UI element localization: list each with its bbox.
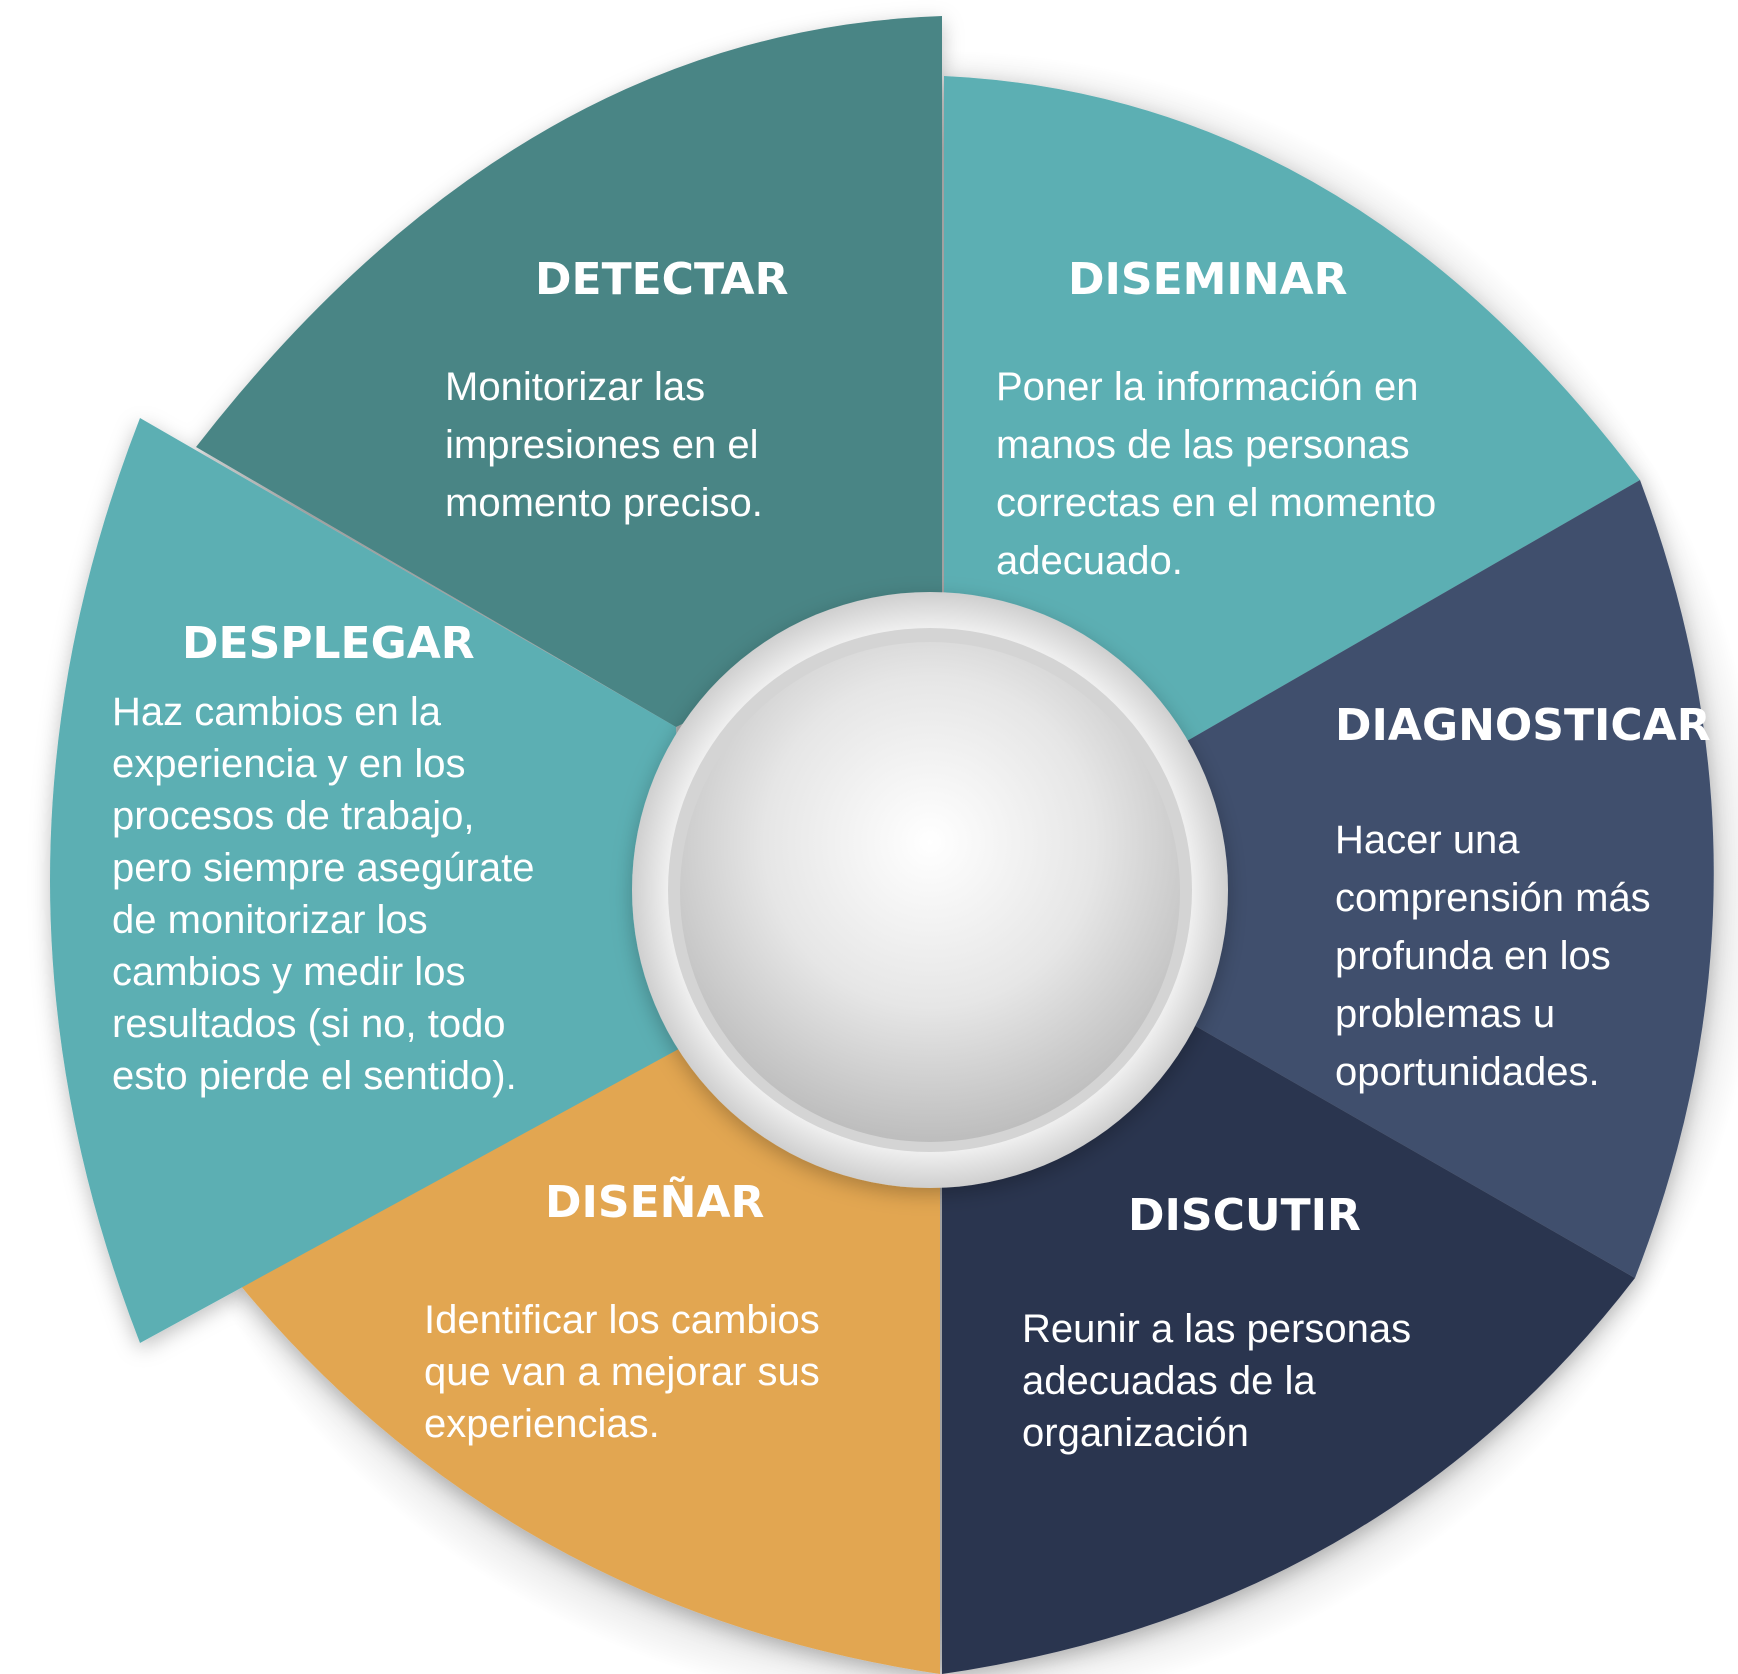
text-desplegar-line: pero siempre asegúrate xyxy=(112,846,534,890)
text-desplegar-line: cambios y medir los xyxy=(112,950,465,994)
segment-disenar xyxy=(240,1045,940,1674)
text-diagnosticar-line: Hacer una xyxy=(1335,818,1520,862)
text-desplegar-line: Haz cambios en la xyxy=(112,690,442,734)
segment-desplegar xyxy=(50,418,686,1343)
text-disenar-line: experiencias. xyxy=(424,1402,660,1446)
text-disenar: Identificar los cambios que van a mejora… xyxy=(424,1298,831,1446)
text-detectar: Monitorizar las impresiones en el moment… xyxy=(445,365,770,525)
segment-diseminar xyxy=(944,76,1640,745)
text-desplegar-line: procesos de trabajo, xyxy=(112,794,474,838)
text-diseminar: Poner la información en manos de las per… xyxy=(996,365,1447,583)
text-diagnosticar-line: problemas u xyxy=(1335,992,1555,1036)
text-desplegar-line: de monitorizar los xyxy=(112,898,428,942)
segment-detectar xyxy=(196,16,942,727)
text-desplegar-line: resultados (si no, todo xyxy=(112,1002,506,1046)
text-discutir: Reunir a las personas adecuadas de la or… xyxy=(1022,1307,1422,1455)
text-disenar-line: que van a mejorar sus xyxy=(424,1350,820,1394)
center-hub xyxy=(632,592,1228,1188)
segments-group xyxy=(50,16,1714,1674)
text-diseminar-line: Poner la información en xyxy=(996,365,1418,409)
text-discutir-line: adecuadas de la xyxy=(1022,1359,1316,1403)
text-diseminar-line: manos de las personas xyxy=(996,423,1410,467)
text-discutir-line: organización xyxy=(1022,1411,1249,1455)
segment-diagnosticar xyxy=(1180,480,1714,1278)
hub-center-disc xyxy=(680,642,1180,1142)
text-discutir-line: Reunir a las personas xyxy=(1022,1307,1411,1351)
text-diseminar-line: adecuado. xyxy=(996,539,1183,583)
text-desplegar-line: esto pierde el sentido). xyxy=(112,1054,517,1098)
text-detectar-line: Monitorizar las xyxy=(445,365,705,409)
text-desplegar-line: experiencia y en los xyxy=(112,742,466,786)
text-diseminar-line: correctas en el momento xyxy=(996,481,1436,525)
text-desplegar: Haz cambios en la experiencia y en los p… xyxy=(112,690,546,1098)
text-disenar-line: Identificar los cambios xyxy=(424,1298,820,1342)
title-diagnosticar: DIAGNOSTICAR xyxy=(1335,700,1711,751)
title-diseminar: DISEMINAR xyxy=(1068,254,1348,305)
title-desplegar: DESPLEGAR xyxy=(182,618,475,669)
text-detectar-line: impresiones en el xyxy=(445,423,759,467)
text-diagnosticar-line: oportunidades. xyxy=(1335,1050,1600,1094)
title-disenar: DISEÑAR xyxy=(545,1175,764,1228)
segment-discutir xyxy=(942,1020,1635,1674)
text-diagnosticar-line: profunda en los xyxy=(1335,934,1611,978)
text-diagnosticar-line: comprensión más xyxy=(1335,876,1651,920)
text-diagnosticar: Hacer una comprensión más profunda en lo… xyxy=(1335,818,1662,1094)
text-detectar-line: momento preciso. xyxy=(445,481,763,525)
title-discutir: DISCUTIR xyxy=(1128,1190,1361,1241)
title-detectar: DETECTAR xyxy=(535,254,788,305)
